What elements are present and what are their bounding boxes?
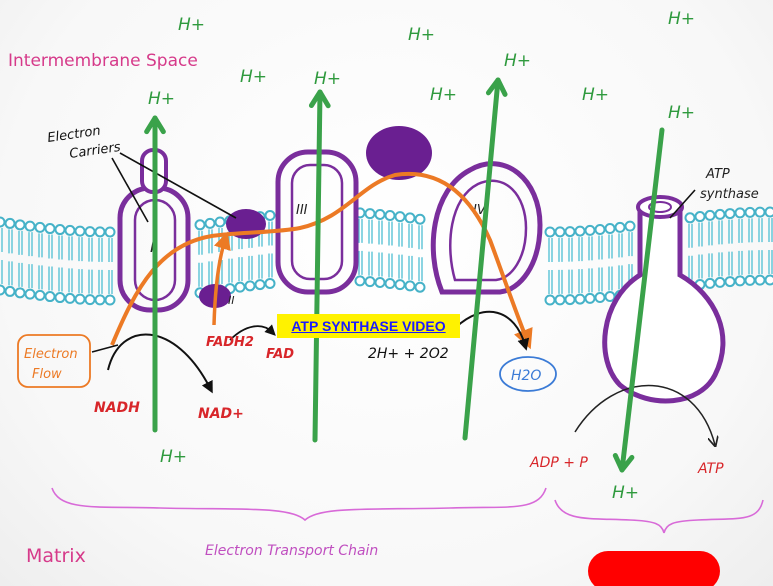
fad-label: FAD bbox=[266, 347, 294, 362]
atp-synthase-video-link-label: ATP SYNTHASE VIDEO bbox=[291, 318, 446, 334]
intermembrane-space-label: Intermembrane Space bbox=[8, 51, 198, 71]
adp-to-atp-arrow bbox=[574, 384, 715, 445]
electron-flow-label-2: Flow bbox=[32, 367, 62, 382]
atp-synthase-label-2: synthase bbox=[700, 187, 759, 202]
proton-label-1: H+ bbox=[178, 15, 205, 35]
proton-label-2: H+ bbox=[408, 25, 435, 45]
proton-label-3: H+ bbox=[668, 9, 695, 29]
electron-flow-label-1: Electron bbox=[24, 347, 78, 362]
water-circle bbox=[499, 356, 557, 392]
complex-2-label: II bbox=[228, 294, 235, 307]
water-label: H2O bbox=[511, 368, 541, 384]
red-blob bbox=[588, 551, 720, 586]
proton-label-6: H+ bbox=[504, 51, 531, 71]
proton-label-12: H+ bbox=[612, 483, 639, 503]
fadh2-label: FADH2 bbox=[206, 335, 254, 350]
atp-synthase-video-link[interactable]: ATP SYNTHASE VIDEO bbox=[277, 314, 460, 338]
electron-carriers-label-1: Electron bbox=[46, 124, 101, 146]
atp-brace bbox=[554, 499, 764, 534]
proton-label-7: H+ bbox=[430, 85, 457, 105]
etc-label: Electron Transport Chain bbox=[205, 543, 378, 559]
nadh-to-nad-arrow bbox=[107, 333, 213, 394]
atp-label: ATP bbox=[697, 461, 724, 477]
nadh-label: NADH bbox=[94, 400, 140, 416]
electron-flow-path bbox=[110, 171, 533, 350]
electron-flow-box bbox=[17, 334, 91, 388]
proton-arrows bbox=[144, 77, 665, 473]
proton-label-10: H+ bbox=[668, 103, 695, 123]
adp-p-label: ADP + P bbox=[529, 455, 588, 471]
fadh2-to-fad-arrow bbox=[229, 324, 276, 341]
proton-label-9: H+ bbox=[148, 89, 175, 109]
reaction-left-label: 2H+ + 2O2 bbox=[368, 346, 449, 362]
complex-3-label: III bbox=[296, 203, 308, 218]
matrix-label: Matrix bbox=[26, 545, 86, 567]
etc-brace bbox=[51, 487, 547, 522]
carrier-cyt-c bbox=[366, 126, 432, 180]
proton-label-8: H+ bbox=[582, 85, 609, 105]
proton-label-5: H+ bbox=[314, 69, 341, 89]
proton-label-4: H+ bbox=[240, 67, 267, 87]
nad-plus-label: NAD+ bbox=[198, 406, 244, 422]
electron-carriers-label-2: Carriers bbox=[68, 140, 121, 162]
proton-labels: H+ H+ H+ H+ H+ H+ H+ H+ H+ H+ H+ H+ bbox=[148, 9, 695, 503]
oxygen-to-water-arrow bbox=[454, 310, 530, 351]
proton-label-11: H+ bbox=[160, 447, 187, 467]
atp-synthase-label-1: ATP bbox=[705, 167, 730, 182]
pointer-lines bbox=[91, 152, 696, 353]
